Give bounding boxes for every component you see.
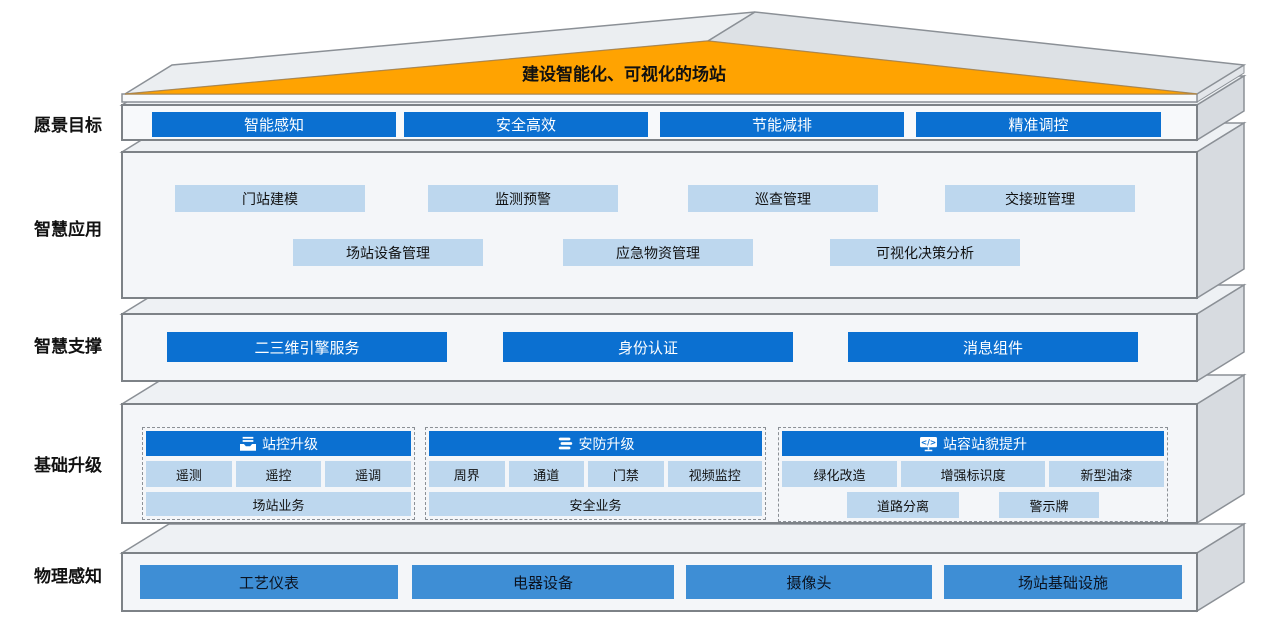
row-label-upgrade: 基础升级 xyxy=(34,456,102,476)
upgrade-cell-access-control: 门禁 xyxy=(588,461,664,487)
vision-box-intelligent-sensing: 智能感知 xyxy=(152,112,396,137)
upgrade-cell-new-paint: 新型油漆 xyxy=(1048,461,1164,487)
code-monitor-icon: </> xyxy=(919,436,938,452)
svg-text:</>: </> xyxy=(921,438,936,447)
upgrade-group-security: 安防升级 周界 通道 门禁 视频监控 安全业务 xyxy=(425,427,766,520)
upgrade-cell-remote-adjust: 遥调 xyxy=(325,461,412,487)
upgrade-cell-station-business: 场站业务 xyxy=(146,492,411,516)
vision-box-safe-efficient: 安全高效 xyxy=(404,112,648,137)
group-cells: 遥测 遥控 遥调 xyxy=(146,461,412,487)
upgrade-cell-perimeter: 周界 xyxy=(429,461,505,487)
app-box-station-modeling: 门站建模 xyxy=(175,185,365,212)
physical-box-camera: 摄像头 xyxy=(686,565,932,599)
group-title: 站控升级 xyxy=(262,436,318,453)
layers-icon xyxy=(557,436,574,451)
upgrade-cell-signage-visibility: 增强标识度 xyxy=(901,461,1045,487)
physical-box-electrical-equipment: 电器设备 xyxy=(412,565,674,599)
row-label-physical: 物理感知 xyxy=(34,567,102,587)
app-box-visual-decision: 可视化决策分析 xyxy=(830,239,1020,266)
vision-box-energy-saving: 节能减排 xyxy=(660,112,904,137)
upgrade-cell-remote-control: 遥控 xyxy=(235,461,322,487)
upgrade-group-station-control: 站控升级 遥测 遥控 遥调 场站业务 xyxy=(142,427,415,520)
physical-box-station-infrastructure: 场站基础设施 xyxy=(944,565,1182,599)
upgrade-cell-video-surveillance: 视频监控 xyxy=(667,461,762,487)
row-label-applications: 智慧应用 xyxy=(34,220,102,240)
upgrade-cell-warning-sign: 警示牌 xyxy=(999,492,1099,518)
group-cells: 道路分离 警示牌 xyxy=(782,492,1164,518)
upgrade-cell-passage: 通道 xyxy=(508,461,585,487)
upgrade-cell-greening: 绿化改造 xyxy=(782,461,898,487)
app-box-monitoring-warning: 监测预警 xyxy=(428,185,618,212)
roof-title: 建设智能化、可视化的场站 xyxy=(522,65,726,85)
group-title: 安防升级 xyxy=(578,436,635,453)
vision-box-precise-control: 精准调控 xyxy=(916,112,1161,137)
group-cells: 周界 通道 门禁 视频监控 xyxy=(429,461,762,487)
row-label-vision: 愿景目标 xyxy=(34,116,102,136)
upgrade-cell-telemetry: 遥测 xyxy=(146,461,232,487)
group-header-security: 安防升级 xyxy=(429,431,762,456)
group-title: 站容站貌提升 xyxy=(943,436,1027,453)
upgrade-cell-security-business: 安全业务 xyxy=(429,492,762,516)
support-box-message-component: 消息组件 xyxy=(848,332,1138,362)
physical-box-process-instruments: 工艺仪表 xyxy=(140,565,398,599)
app-box-equipment-management: 场站设备管理 xyxy=(293,239,483,266)
row-label-support: 智慧支撑 xyxy=(34,337,102,357)
group-cells: 绿化改造 增强标识度 新型油漆 xyxy=(782,461,1164,487)
app-box-inspection-management: 巡查管理 xyxy=(688,185,878,212)
group-header-appearance: </> 站容站貌提升 xyxy=(782,431,1164,456)
app-box-emergency-supplies: 应急物资管理 xyxy=(563,239,753,266)
inbox-icon xyxy=(239,436,257,452)
app-box-shift-handover: 交接班管理 xyxy=(945,185,1135,212)
support-box-engine-service: 二三维引擎服务 xyxy=(167,332,447,362)
group-header-station-control: 站控升级 xyxy=(146,431,411,456)
upgrade-cell-road-separation: 道路分离 xyxy=(847,492,959,518)
upgrade-group-appearance: </> 站容站貌提升 绿化改造 增强标识度 新型油漆 道路分离 警示牌 xyxy=(778,427,1168,522)
support-box-identity-auth: 身份认证 xyxy=(503,332,793,362)
